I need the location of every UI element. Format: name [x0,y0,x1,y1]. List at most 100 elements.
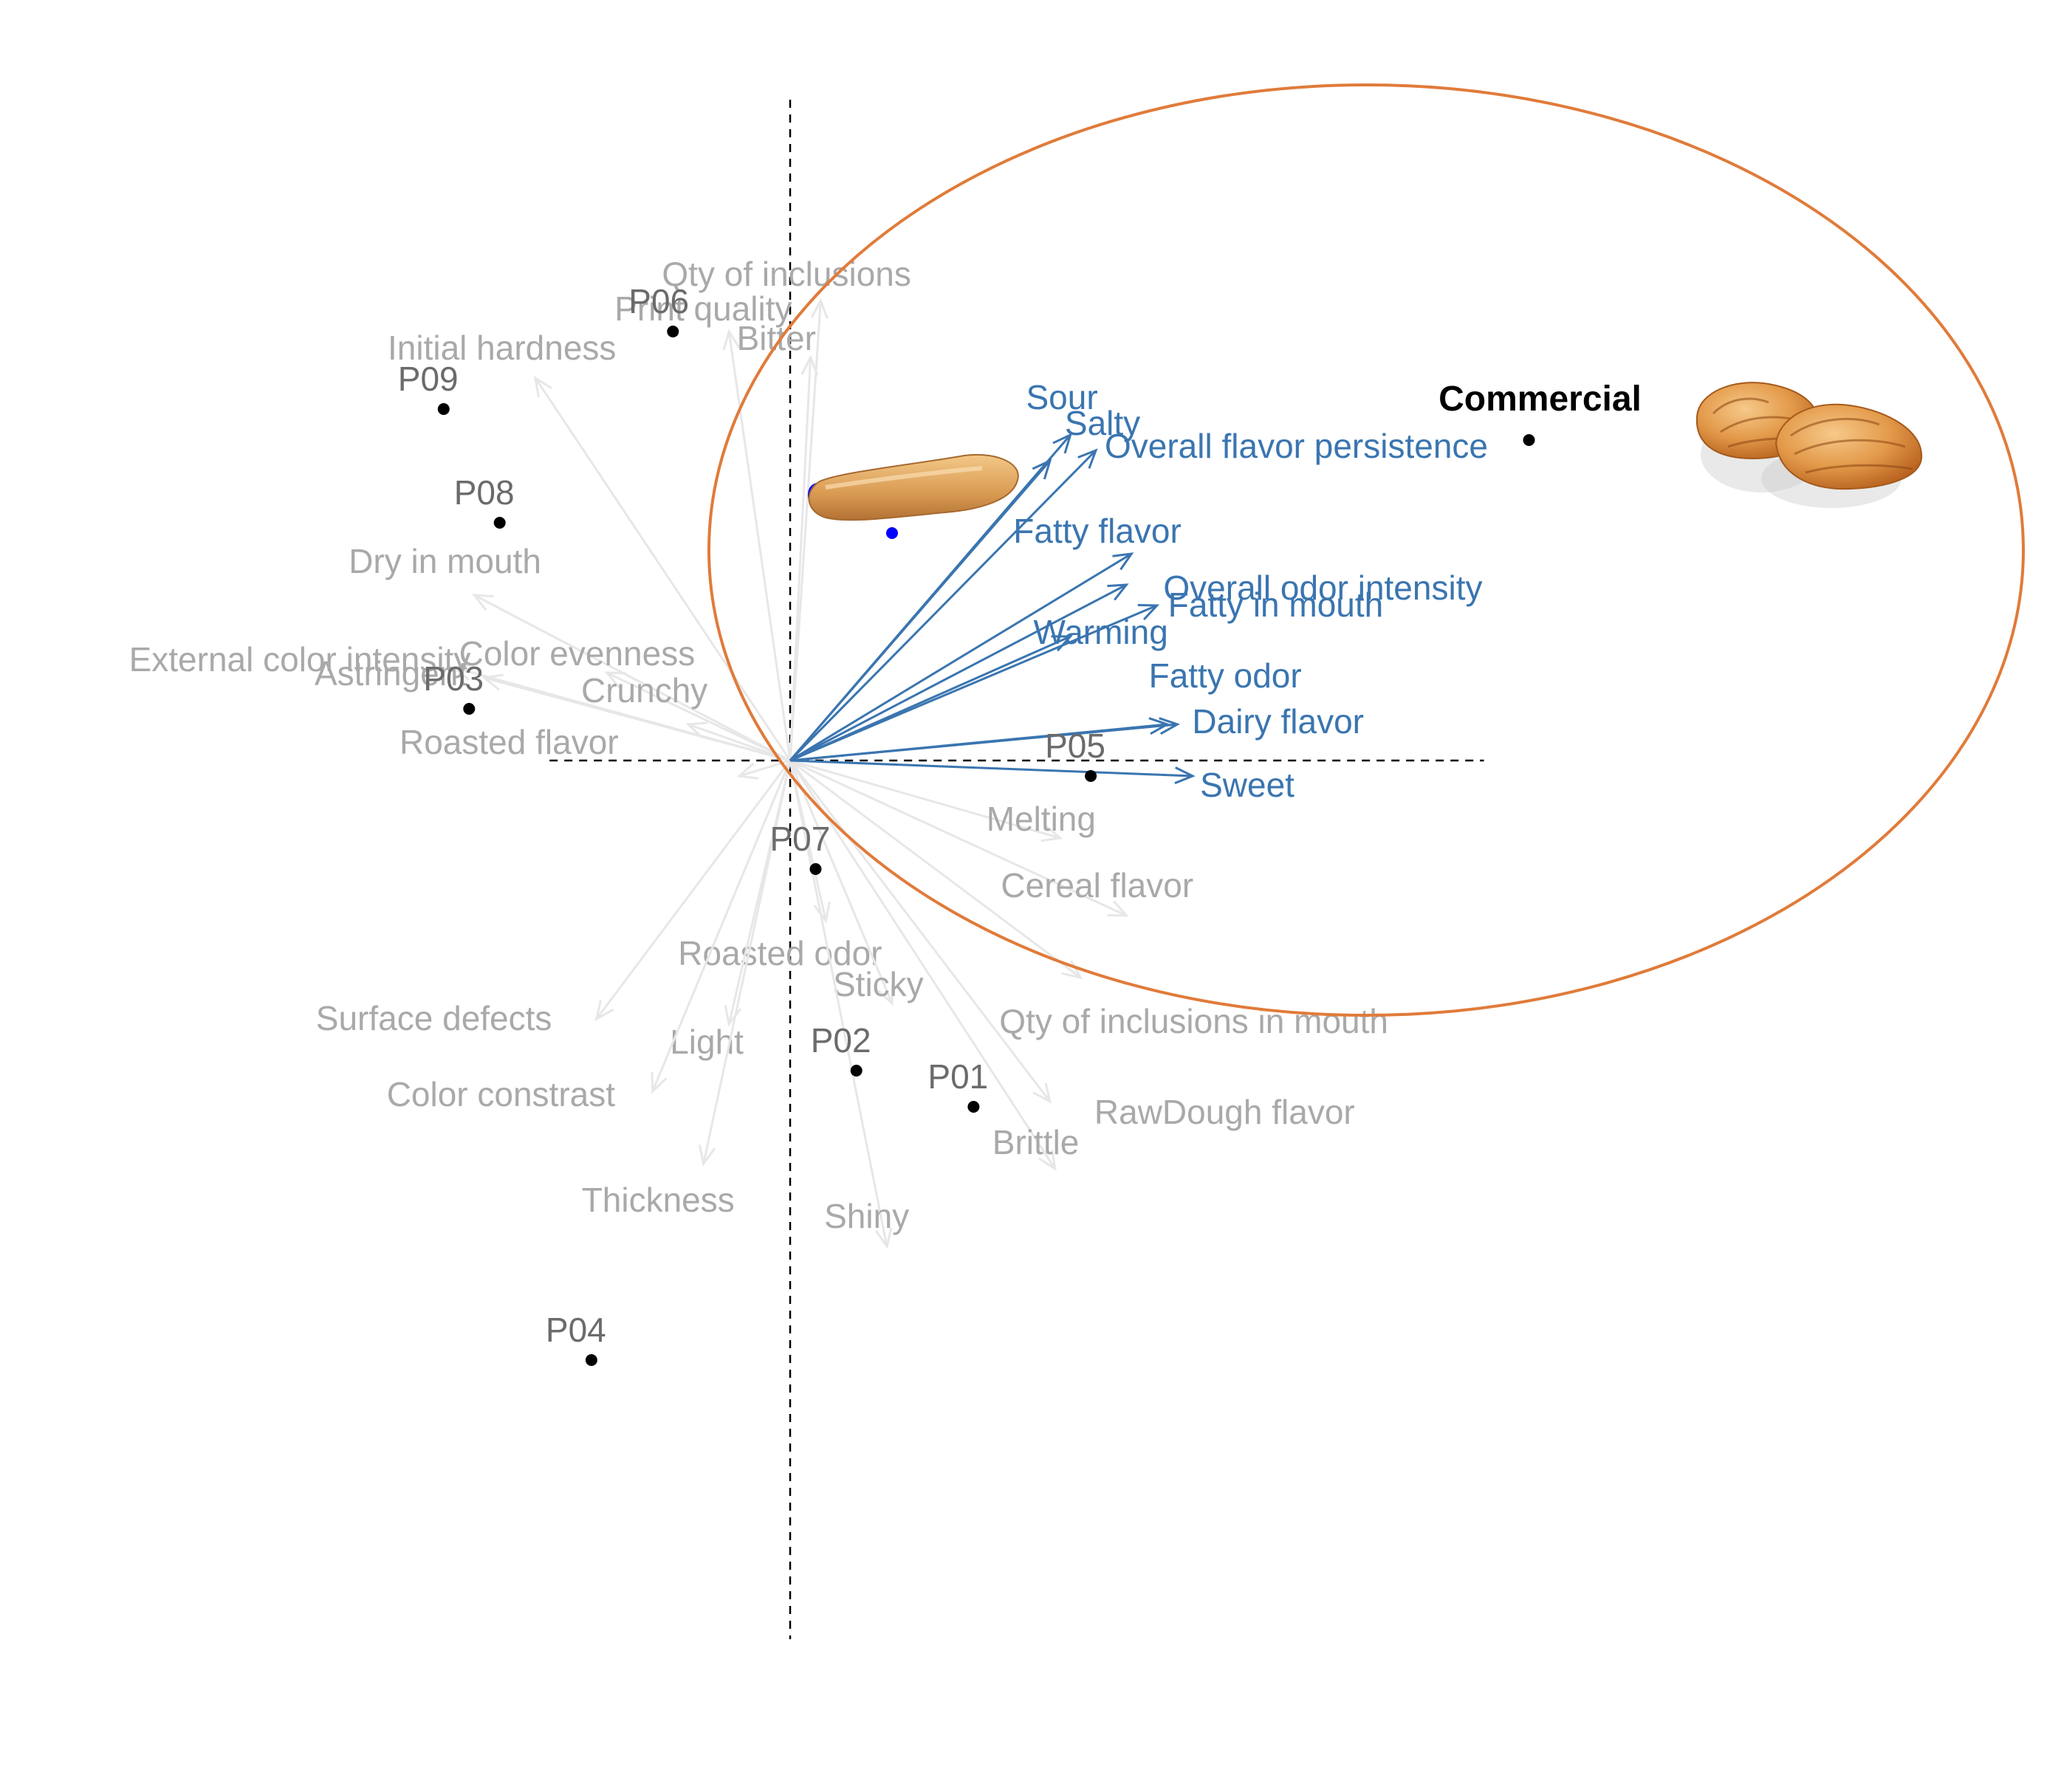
label-dry-in-mouth: Dry in mouth [349,542,541,580]
point-p01 [967,1101,980,1113]
arrow-bitter-head [800,354,819,376]
point-p08 [493,517,506,529]
arrow-color-evenness [604,671,791,762]
label-fatty-odor: Fatty odor [1149,656,1302,695]
arrow-print-quality [722,329,792,761]
arrow-shiny [789,760,893,1249]
arrow-shiny-head [874,1227,893,1249]
label-cereal-flavor: Cereal flavor [1001,866,1193,904]
arrow-overall-odor-intensity-head [1107,583,1129,601]
label-dairy-flavor: Dairy flavor [1192,702,1364,741]
arrow-overall-odor-intensity-shaft [789,583,1128,762]
point-p07 [809,863,822,875]
arrow-astringent-shaft [484,676,791,762]
ladyfinger-biscuit-image [808,453,1019,521]
label-sweet: Sweet [1200,766,1294,804]
point-commercial [1523,434,1535,446]
label-fatty-in-mouth: Fatty in mouth [1168,586,1383,624]
arrow-overall-flavor-persistence-head [1077,448,1098,469]
arrow-surface-defects-shaft [595,760,792,1020]
arrow-shiny-shaft [789,760,888,1247]
arrow-brittle-shaft [789,760,1057,1170]
axes [549,100,1484,1639]
arrow-melting [789,759,1063,842]
label-brittle: Brittle [992,1123,1080,1161]
label-p06: P06 [628,282,689,320]
label-roasted-flavor: Roasted flavor [399,723,619,761]
arrow-thickness [698,760,792,1167]
label-overall-odor-intensity: Overall odor intensity [1163,569,1482,607]
label-p02: P02 [811,1021,871,1060]
arrow-qty-of-inclusions-in-mouth-shaft [789,759,1082,979]
arrow-melting-shaft [789,759,1061,840]
arrow-salty [789,459,1052,761]
arrow-bitter [789,354,819,761]
arrow-external-color-intensity-head [451,663,473,681]
arrow-roasted-flavor-head [736,762,758,780]
arrow-brittle-head [1038,1150,1057,1172]
arrow-sticky [789,760,894,1006]
highlight-ellipse [707,83,2025,1017]
arrow-color-constrast-shaft [651,760,792,1092]
arrow-initial-hardness [533,375,792,761]
arrow-color-evenness-shaft [606,671,791,762]
label-rawdough-flavor: RawDough flavor [1094,1093,1355,1131]
arrow-crunchy [685,721,791,762]
arrow-warming-head [1051,635,1073,652]
arrow-overall-flavor-persistence [789,448,1098,762]
arrow-rawdough-flavor [789,760,1052,1104]
arrow-surface-defects-head [594,1000,614,1021]
arrow-sticky-shaft [789,760,894,1004]
label-sticky: Sticky [833,965,924,1003]
arrow-qty-of-inclusions-head [810,298,829,319]
label-color-evenness: Color evenness [459,634,696,673]
point-p04 [585,1354,597,1366]
arrow-roasted-odor-head [813,902,831,924]
label-color-constrast: Color constrast [387,1075,616,1113]
arrow-initial-hardness-shaft [534,377,792,761]
point-p05 [1085,770,1097,782]
arrow-dairy-flavor-shaft [789,723,1178,762]
butter-cookies-image [1695,382,1923,508]
label-p04: P04 [546,1311,606,1349]
arrow-sweet-shaft [789,759,1193,777]
arrow-warming [789,635,1073,762]
label-p03: P03 [423,659,484,698]
arrow-dairy-flavor-head [1159,717,1181,735]
label-astringent: Astringent [315,654,467,693]
arrow-thickness-head [698,1144,716,1167]
label-p07: P07 [770,820,831,858]
arrow-fatty-flavor-head [1112,552,1134,571]
arrow-sour-head [1052,433,1072,454]
label-thickness: Thickness [582,1181,735,1219]
arrow-thickness-shaft [702,760,792,1164]
arrow-overall-flavor-persistence-shaft [789,449,1097,762]
arrow-fatty-flavor [789,552,1134,762]
arrow-sweet-head [1174,766,1196,785]
arrow-print-quality-shaft [727,331,792,761]
arrow-color-constrast-head [651,1071,668,1094]
arrow-cereal-flavor [789,759,1129,917]
label-p01: P01 [927,1057,988,1096]
arrow-initial-hardness-head [533,375,552,397]
label-shiny: Shiny [824,1197,909,1235]
arrow-qty-of-inclusions-shaft [789,300,822,761]
arrow-color-constrast [651,760,792,1094]
arrow-astringent [481,673,791,762]
arrow-melting-head [1040,825,1063,842]
arrow-fatty-in-mouth-head [1137,603,1160,621]
label-p05: P05 [1045,727,1105,765]
point-p02 [850,1065,863,1077]
point-p09 [437,403,450,415]
arrow-dry-in-mouth-shaft [473,594,791,762]
label-salty: Salty [1065,404,1140,442]
arrow-warming-shaft [789,635,1071,762]
arrow-fatty-flavor-shaft [789,552,1133,762]
arrow-color-evenness-head [604,671,626,688]
label-overall-flavor-persistence: Overall flavor persistence [1105,427,1488,465]
arrow-salty-head [1032,459,1052,480]
arrow-cereal-flavor-shaft [789,759,1128,917]
